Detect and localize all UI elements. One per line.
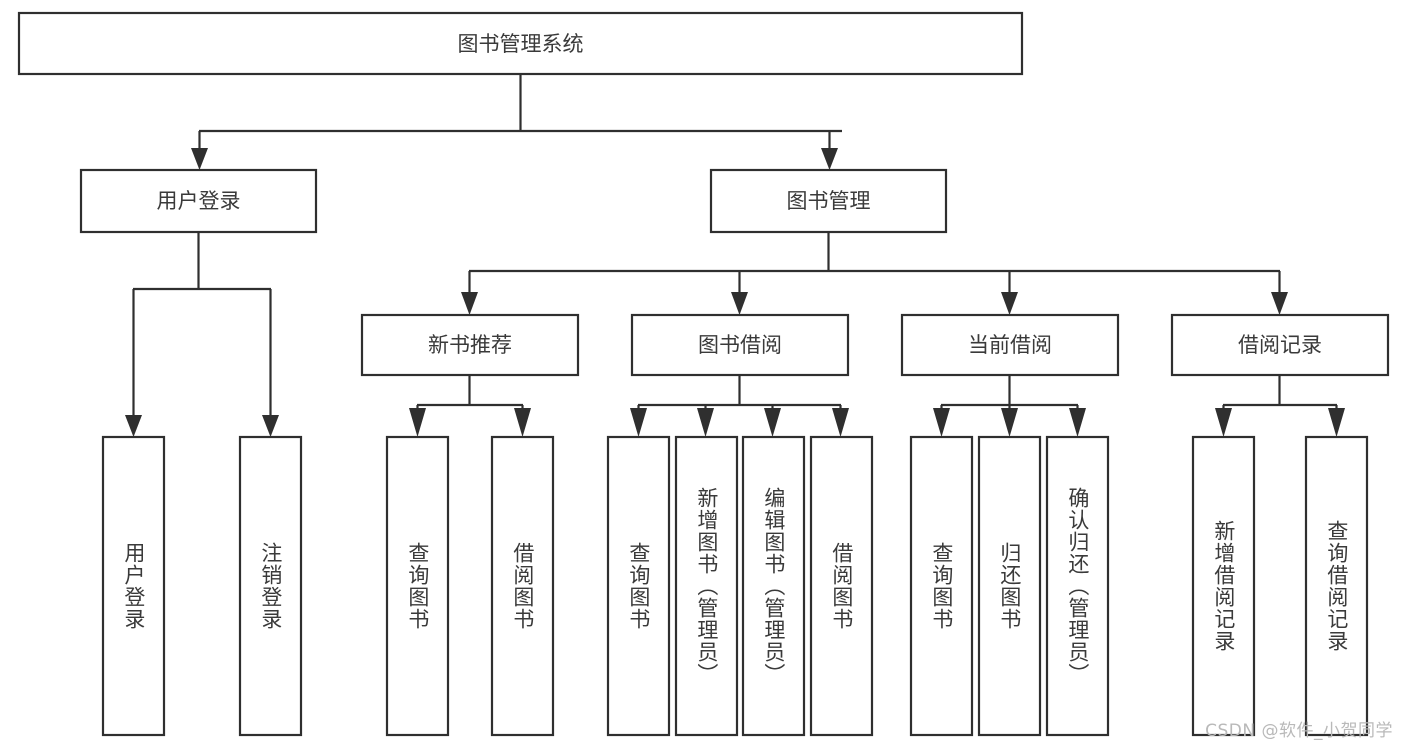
node-book-manage[interactable]: 图书管理 [709, 168, 948, 234]
node-user-login[interactable]: 用户登录 [79, 168, 318, 234]
arrow-head-borrow-record [1271, 292, 1288, 315]
connector-group-root-to-level2 [191, 74, 842, 170]
arrow-head-book-manage [821, 148, 838, 170]
arrow-head-leaf-edit-book-admin [764, 408, 781, 437]
arrow-head-leaf-query-book-3 [933, 408, 950, 437]
connector-group-borrow-record-to-leaves [1215, 375, 1345, 437]
node-label-root: 图书管理系统 [458, 32, 584, 56]
connector-group-user-login-to-leaves [125, 232, 279, 437]
arrow-head-leaf-query-borrow-record [1328, 408, 1345, 437]
node-box-root[interactable] [17, 11, 1024, 76]
node-box-leaf-return-book[interactable] [977, 435, 1042, 737]
node-box-leaf-query-book-2[interactable] [606, 435, 671, 737]
node-box-leaf-query-book-1[interactable] [385, 435, 450, 737]
connector-group-current-borrow-to-leaves [933, 375, 1086, 437]
node-box-leaf-add-borrow-record[interactable] [1191, 435, 1256, 737]
node-new-book-recommend[interactable]: 新书推荐 [360, 313, 580, 377]
node-box-leaf-borrow-book-2[interactable] [809, 435, 874, 737]
leaf-box-group [101, 435, 1369, 737]
connector-group-book-manage-to-level3 [461, 232, 1288, 315]
arrow-head-book-borrow [731, 292, 748, 315]
arrow-head-leaf-borrow-book-2 [832, 408, 849, 437]
arrow-head-user-login [191, 148, 208, 170]
node-label-book-manage: 图书管理 [787, 189, 871, 213]
node-box-leaf-query-borrow-record[interactable] [1304, 435, 1369, 737]
watermark-text: CSDN @软件_小贺同学 [1205, 721, 1393, 741]
node-box-leaf-confirm-return-admin[interactable] [1045, 435, 1110, 737]
node-box-leaf-borrow-book-1[interactable] [490, 435, 555, 737]
node-label-book-borrow: 图书借阅 [698, 333, 782, 357]
arrow-head-leaf-user-login [125, 415, 142, 437]
node-box-current-borrow[interactable] [900, 313, 1120, 377]
node-box-borrow-record[interactable] [1170, 313, 1390, 377]
connector-group-book-borrow-to-leaves [630, 375, 849, 437]
arrow-head-leaf-logout-login [262, 415, 279, 437]
node-borrow-record[interactable]: 借阅记录 [1170, 313, 1390, 377]
node-current-borrow[interactable]: 当前借阅 [900, 313, 1120, 377]
arrow-head-leaf-confirm-return-admin [1069, 408, 1086, 437]
node-box-leaf-add-book-admin[interactable] [674, 435, 739, 737]
arrow-head-current-borrow [1001, 292, 1018, 315]
node-box-user-login[interactable] [79, 168, 318, 234]
node-book-borrow[interactable]: 图书借阅 [630, 313, 850, 377]
node-box-leaf-user-login[interactable] [101, 435, 166, 737]
node-label-borrow-record: 借阅记录 [1238, 333, 1322, 357]
node-box-leaf-edit-book-admin[interactable] [741, 435, 806, 737]
arrow-head-new-book-recommend [461, 292, 478, 315]
arrow-head-leaf-add-borrow-record [1215, 408, 1232, 437]
node-label-current-borrow: 当前借阅 [968, 333, 1052, 357]
arrow-head-leaf-borrow-book-1 [514, 408, 531, 437]
node-label-new-book-recommend: 新书推荐 [428, 333, 512, 357]
node-box-new-book-recommend[interactable] [360, 313, 580, 377]
node-box-book-manage[interactable] [709, 168, 948, 234]
node-box-book-borrow[interactable] [630, 313, 850, 377]
arrow-head-leaf-query-book-2 [630, 408, 647, 437]
arrow-head-leaf-query-book-1 [409, 408, 426, 437]
connector-group-new-book-recommend-to-leaves [409, 375, 531, 437]
node-box-leaf-logout-login[interactable] [238, 435, 303, 737]
node-root[interactable]: 图书管理系统 [17, 11, 1024, 76]
arrow-head-leaf-add-book-admin [697, 408, 714, 437]
arrow-head-leaf-return-book [1001, 408, 1018, 437]
node-box-leaf-query-book-3[interactable] [909, 435, 974, 737]
node-label-user-login: 用户登录 [157, 189, 241, 213]
